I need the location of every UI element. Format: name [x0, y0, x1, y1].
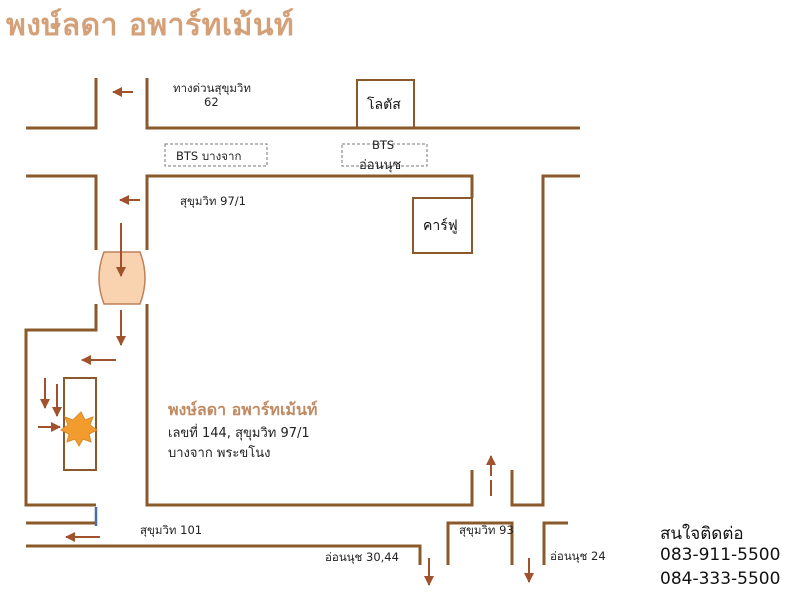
road-label-expressway-number: 62 [204, 95, 219, 109]
lotus-building [356, 79, 415, 129]
road-segment [145, 304, 474, 507]
contact-phone-1[interactable]: 083-911-5500 [660, 545, 781, 565]
road-segment [541, 174, 580, 300]
station-label-onnut: อ่อนนุช [359, 158, 402, 173]
apartment-address-line2: บางจาก พระขโนง [168, 446, 271, 461]
road-segment [26, 544, 422, 565]
direction-arrows [38, 87, 534, 586]
road-segment [145, 174, 474, 250]
station-label-bts-onnut: BTS [372, 138, 395, 152]
page-title: พงษ์ลดา อพาร์ทเม้นท์ [6, 8, 295, 43]
road-label-onnut-30-44: อ่อนนุช 30,44 [325, 550, 399, 564]
road-lines [24, 78, 580, 565]
road-segment [510, 300, 545, 507]
tunnel-shape [98, 251, 146, 305]
road-segment [26, 174, 98, 250]
contact-phone-2[interactable]: 084-333-5500 [660, 569, 781, 589]
contact-label: สนใจติดต่อ [660, 524, 744, 544]
bts-bangchak-box [164, 143, 268, 167]
road-segment [145, 78, 580, 130]
road-segment [26, 78, 98, 130]
station-label-bts-bangchak: BTS บางจาก [176, 149, 242, 163]
bts-onnut-box [341, 143, 428, 167]
apartment-name: พงษ์ลดา อพาร์ทเม้นท์ [168, 400, 318, 419]
road-label-onnut-24: อ่อนนุช 24 [550, 549, 606, 563]
place-label-lotus: โลตัส [367, 97, 401, 113]
apartment-marker-icon [60, 411, 98, 448]
apartment-building [63, 377, 97, 471]
place-label-carrefour: คาร์ฟู [423, 218, 458, 234]
road-segment [24, 304, 98, 507]
road-label-expressway: ทางด่วนสุขุมวิท [173, 81, 251, 95]
carrefour-building [412, 197, 473, 254]
road-label-sukhumvit-97-1: สุขุมวิท 97/1 [180, 194, 246, 208]
road-label-sukhumvit-93: สุขุมวิท 93 [459, 523, 514, 537]
road-segment [446, 521, 514, 565]
road-segment [542, 521, 568, 565]
apartment-address-line1: เลขที่ 144, สุขุมวิท 97/1 [168, 426, 310, 441]
road-label-sukhumvit-101: สุขุมวิท 101 [140, 523, 203, 537]
